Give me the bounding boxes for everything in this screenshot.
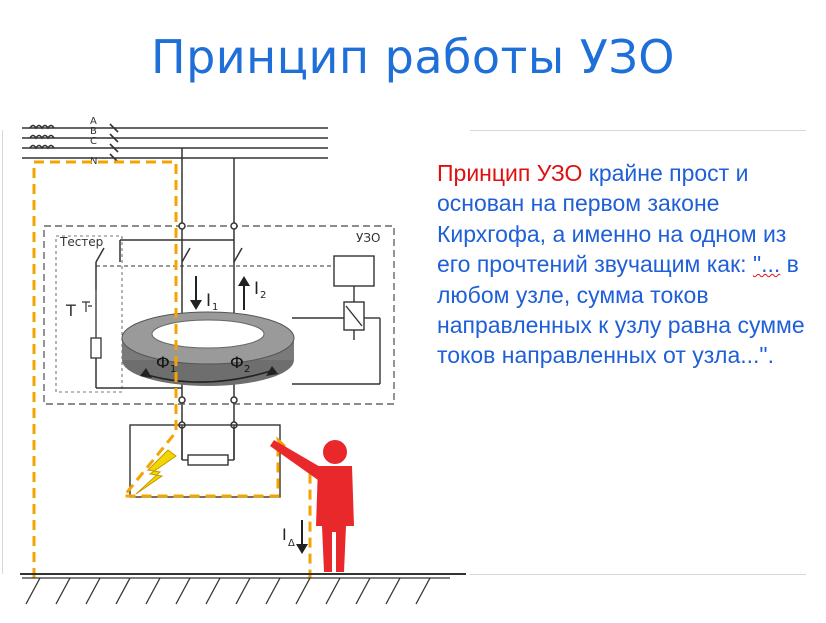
svg-text:Ф: Ф [230,353,244,372]
person-icon [270,440,354,572]
svg-text:2: 2 [244,364,250,375]
svg-text:Ф: Ф [156,353,170,372]
svg-text:I: I [282,525,287,544]
supply-lines [22,123,328,163]
highlighted-phrase: Принцип УЗО [437,160,583,186]
tester-label: Тестер [59,235,103,249]
slide-title: Принцип работы УЗО [150,30,676,84]
svg-text:I: I [254,279,259,299]
toroid-core: Ф 1 Ф 2 [121,311,295,386]
lightning-bolt-icon [135,449,177,495]
svg-text:Δ: Δ [288,538,295,549]
phase-label-n: N [90,156,97,167]
tester-enclosure [55,235,123,393]
switch-contacts [95,239,370,389]
rcd-circuit-diagram: A B C N УЗО Тестер Т [20,116,466,605]
svg-text:1: 1 [212,302,218,313]
current-arrow-i2: I 2 [238,276,266,310]
body-text-start: крайне прост и основан на первом законе … [437,160,787,278]
uzo-label: УЗО [356,231,380,245]
body-text-end: в любом узле, сумма токов направленных к… [437,251,805,369]
svg-text:1: 1 [170,364,176,375]
tester-button-icon: Т [65,290,102,359]
top-divider [470,130,806,131]
ground-hatch-icon [20,573,466,605]
phase-label-a: A [90,116,97,127]
svg-text:I: I [206,291,211,311]
bottom-divider [470,574,806,575]
tester-button-label: Т [65,301,76,320]
slide-body-text: Принцип УЗО крайне прост и основан на пе… [437,158,817,371]
phase-label-b: B [90,126,97,137]
relay-icon [292,255,381,385]
current-arrow-i1: I 1 [190,276,218,313]
quote-open: "... [752,251,781,278]
left-border [2,130,3,574]
leak-current-arrow: I Δ [282,520,308,554]
load-circuit [129,424,281,498]
phase-label-c: C [90,136,97,147]
svg-text:2: 2 [260,290,266,301]
